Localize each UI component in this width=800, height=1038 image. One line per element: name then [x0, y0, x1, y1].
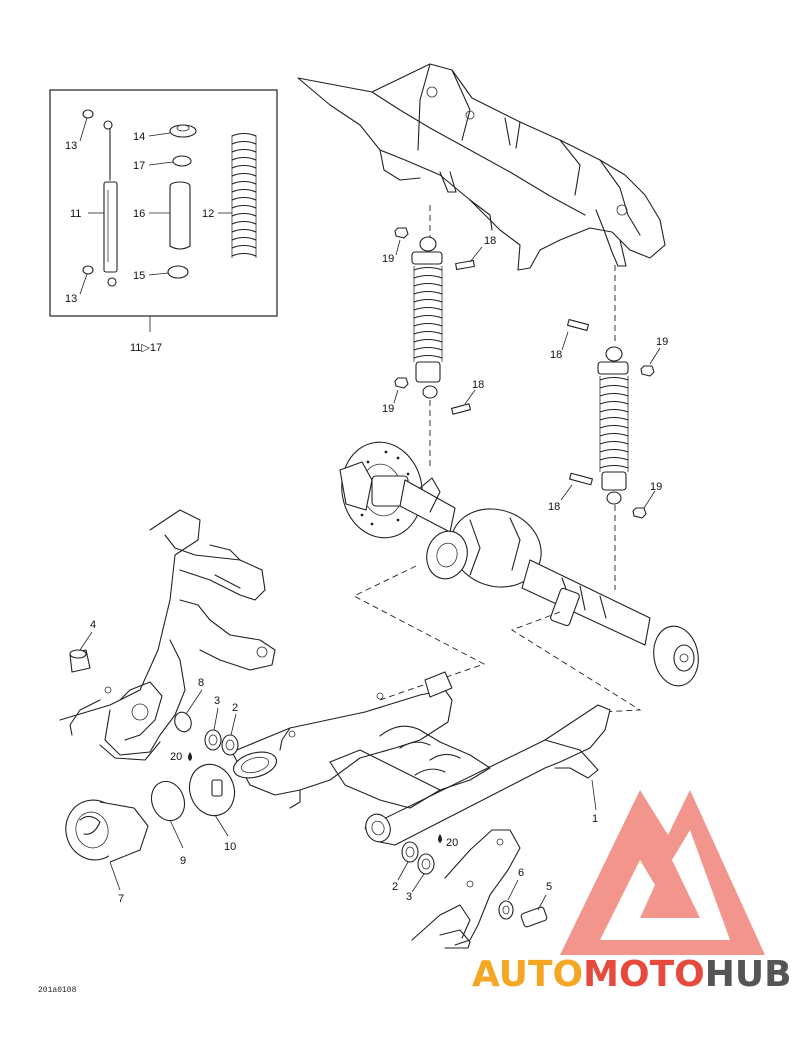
- left-shock-absorber: [411, 236, 443, 399]
- left-frame: [59, 509, 276, 761]
- callout-17: 17: [133, 160, 145, 172]
- callout-13-bottom: 13: [65, 293, 77, 305]
- callout-4: 4: [90, 619, 96, 631]
- bushing-bottom: [82, 265, 94, 275]
- watermark-hub: HUB: [705, 954, 792, 995]
- callout-3-top: 3: [214, 695, 220, 707]
- callout-20-left: 20: [170, 751, 182, 763]
- callout-6: 6: [518, 867, 524, 879]
- callout-20-right: 20: [446, 837, 458, 849]
- callout-18-a: 18: [484, 235, 496, 247]
- right-shock-absorber: [597, 346, 629, 505]
- callout-18-d: 18: [548, 501, 560, 513]
- rear-axle: [339, 441, 699, 687]
- bushing-top: [82, 109, 94, 119]
- coil-spring: [231, 132, 257, 258]
- callout-1: 1: [592, 813, 598, 825]
- swing-arm: [231, 671, 611, 846]
- callout-15: 15: [133, 270, 145, 282]
- callout-9: 9: [180, 855, 186, 867]
- callout-12: 12: [202, 208, 214, 220]
- kit-label: 11▷17: [130, 342, 162, 354]
- callout-19-d: 19: [650, 481, 662, 493]
- callout-18-c: 18: [550, 349, 562, 361]
- right-frame-bracket: [411, 829, 521, 949]
- callout-2-bottom: 2: [392, 881, 398, 893]
- callout-19-b: 19: [382, 403, 394, 415]
- small-shock-absorber: [103, 120, 118, 287]
- oil-drop-icon: [188, 752, 192, 761]
- callout-3-bottom: 3: [406, 891, 412, 903]
- pivot-bolt: [498, 900, 548, 928]
- rubber-bumper: [69, 649, 91, 673]
- fasteners: [394, 227, 655, 519]
- watermark-text: AUTOMOTOHUB: [472, 954, 792, 995]
- callout-13-top: 13: [65, 140, 77, 152]
- callout-7: 7: [118, 893, 124, 905]
- upper-frame: [297, 63, 666, 271]
- watermark-logo: [560, 790, 765, 955]
- watermark-moto: MOTO: [583, 954, 705, 995]
- shock-kit-inset: 11▷17: [49, 89, 278, 354]
- pivot-components-right: [401, 841, 435, 875]
- callout-5: 5: [546, 881, 552, 893]
- callout-18-b: 18: [472, 379, 484, 391]
- figure-code: 201a0108: [38, 986, 77, 995]
- callout-14: 14: [133, 131, 145, 143]
- pivot-cover: [65, 799, 149, 863]
- callout-10: 10: [224, 841, 236, 853]
- retainer: [167, 265, 189, 279]
- callout-19-c: 19: [656, 336, 668, 348]
- callout-2-top: 2: [232, 702, 238, 714]
- callout-16: 16: [133, 208, 145, 220]
- pivot-components-left: [150, 711, 239, 822]
- watermark-auto: AUTO: [472, 954, 583, 995]
- svg-text:AUTOMOTOHUB: AUTOMOTOHUB: [472, 954, 792, 995]
- callout-8: 8: [198, 677, 204, 689]
- spring-seat: [172, 155, 192, 167]
- oil-drop-icon-right: [438, 834, 442, 843]
- callout-11: 11: [70, 208, 81, 220]
- callout-19-a: 19: [382, 253, 394, 265]
- bump-stop: [169, 181, 191, 250]
